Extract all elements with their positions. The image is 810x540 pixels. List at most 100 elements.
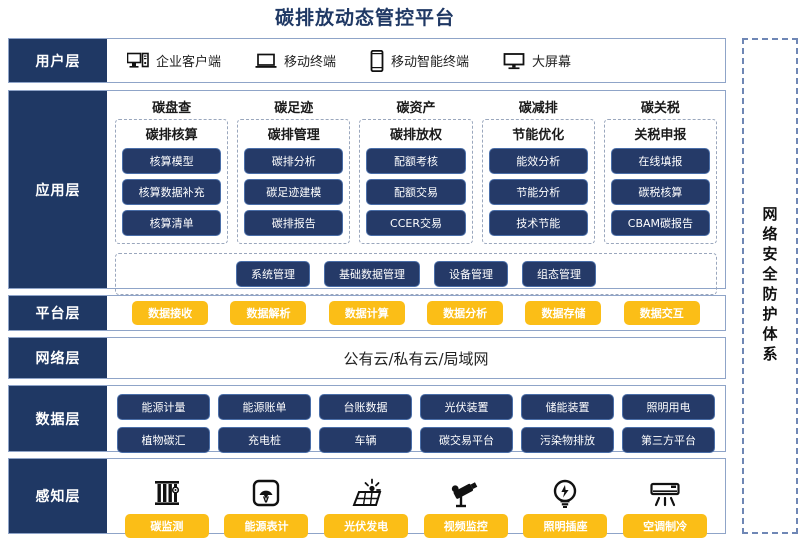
svg-text:V: V <box>263 496 270 505</box>
platform-chip-data-storage[interactable]: 数据存储 <box>525 301 602 325</box>
layer-label-data: 数据层 <box>9 386 107 451</box>
layer-user: 用户层 企业客户端 <box>8 38 726 83</box>
app-chip[interactable]: 节能分析 <box>488 179 588 205</box>
user-item-label: 移动智能终端 <box>391 55 470 70</box>
meter-gauge-icon: V <box>250 477 282 509</box>
sense-label-pv-generation[interactable]: 光伏发电 <box>324 514 409 538</box>
platform-chip-data-parse[interactable]: 数据解析 <box>230 301 307 325</box>
layer-body-application: 碳盘查 碳排核算 核算模型 核算数据补充 核算清单 碳足迹 碳排管理 碳排分析 … <box>107 91 725 295</box>
app-column-carbon-reduction: 碳减排 节能优化 能效分析 节能分析 技术节能 <box>481 97 595 244</box>
data-row: 植物碳汇 充电桩 车辆 碳交易平台 污染物排放 第三方平台 <box>117 427 715 453</box>
sense-icon-cell <box>519 477 611 509</box>
app-column-box: 节能优化 能效分析 节能分析 技术节能 <box>481 119 595 244</box>
data-chip-charging-pile[interactable]: 充电桩 <box>218 427 311 453</box>
air-conditioner-icon <box>648 479 682 509</box>
carbon-sensor-icon <box>151 477 183 509</box>
management-chip-basic-data[interactable]: 基础数据管理 <box>324 261 420 287</box>
app-chip[interactable]: 核算数据补充 <box>122 179 222 205</box>
desktop-tower-icon <box>126 52 149 70</box>
layer-body-sense: V <box>107 459 725 538</box>
cctv-camera-icon <box>449 477 483 509</box>
security-system-label: 网络安全防护体系 <box>760 206 779 366</box>
app-column-subtitle: 碳排核算 <box>145 128 198 143</box>
app-chip[interactable]: 技术节能 <box>488 210 588 236</box>
app-chip[interactable]: 碳税核算 <box>610 179 711 205</box>
data-chip-lighting-power[interactable]: 照明用电 <box>622 394 715 420</box>
layer-label-platform: 平台层 <box>9 296 107 330</box>
app-chip[interactable]: 碳足迹建模 <box>244 179 344 205</box>
layer-body-network: 公有云/私有云/局域网 <box>107 338 725 378</box>
data-row: 能源计量 能源账单 台账数据 光伏装置 储能装置 照明用电 <box>117 394 715 420</box>
app-chip[interactable]: 在线填报 <box>610 148 711 174</box>
app-column-subtitle: 节能优化 <box>512 128 565 143</box>
management-chip-device[interactable]: 设备管理 <box>434 261 508 287</box>
app-column-box: 关税申报 在线填报 碳税核算 CBAM碳报告 <box>603 119 718 244</box>
user-item-mobile-terminal[interactable]: 移动终端 <box>255 51 336 70</box>
sense-label-hvac-cooling[interactable]: 空调制冷 <box>623 514 708 538</box>
layer-platform: 平台层 数据接收 数据解析 数据计算 数据分析 数据存储 数据交互 <box>8 295 726 331</box>
app-column-carbon-tariff: 碳关税 关税申报 在线填报 碳税核算 CBAM碳报告 <box>603 97 718 244</box>
solar-panel-icon <box>349 477 383 509</box>
sense-label-lighting-socket[interactable]: 照明插座 <box>523 514 608 538</box>
page-title: 碳排放动态管控平台 <box>274 7 455 29</box>
user-item-big-screen[interactable]: 大屏幕 <box>503 51 571 70</box>
user-item-label: 大屏幕 <box>532 55 572 70</box>
user-item-label: 企业客户端 <box>156 55 222 70</box>
sense-label-video-surveillance[interactable]: 视频监控 <box>423 514 508 538</box>
data-chip-storage-device[interactable]: 储能装置 <box>521 394 614 420</box>
data-chip-plant-carbon-sink[interactable]: 植物碳汇 <box>117 427 210 453</box>
management-chip-configuration[interactable]: 组态管理 <box>522 261 596 287</box>
data-chip-vehicle[interactable]: 车辆 <box>319 427 412 453</box>
monitor-icon <box>503 52 525 70</box>
layer-body-platform: 数据接收 数据解析 数据计算 数据分析 数据存储 数据交互 <box>107 296 725 330</box>
sense-label-energy-meter[interactable]: 能源表计 <box>224 514 309 538</box>
app-chip[interactable]: 能效分析 <box>488 148 588 174</box>
sense-icon-row: V <box>117 465 715 509</box>
app-chip[interactable]: 碳排报告 <box>244 210 344 236</box>
platform-chip-data-exchange[interactable]: 数据交互 <box>623 301 700 325</box>
layer-label-sense: 感知层 <box>9 459 107 533</box>
app-chip[interactable]: CBAM碳报告 <box>610 210 711 236</box>
sense-icon-cell <box>619 479 711 509</box>
user-item-smart-mobile-terminal[interactable]: 移动智能终端 <box>370 49 470 72</box>
data-chip-third-party[interactable]: 第三方平台 <box>622 427 715 453</box>
app-column-carbon-footprint: 碳足迹 碳排管理 碳排分析 碳足迹建模 碳排报告 <box>237 97 351 244</box>
app-management-box: 系统管理 基础数据管理 设备管理 组态管理 <box>115 253 717 295</box>
data-chip-carbon-exchange[interactable]: 碳交易平台 <box>420 427 513 453</box>
management-chip-system[interactable]: 系统管理 <box>236 261 310 287</box>
platform-chip-data-receive[interactable]: 数据接收 <box>132 301 209 325</box>
sense-icon-cell <box>320 477 412 509</box>
layer-data: 数据层 能源计量 能源账单 台账数据 光伏装置 储能装置 照明用电 植物碳汇 充… <box>8 385 726 453</box>
layer-sense: 感知层 <box>8 458 726 538</box>
data-chip-pollutant[interactable]: 污染物排放 <box>521 427 614 453</box>
app-chip[interactable]: 配额考核 <box>366 148 466 174</box>
app-chip[interactable]: 碳排分析 <box>244 148 344 174</box>
app-column-title: 碳资产 <box>396 101 436 116</box>
app-chip[interactable]: 核算模型 <box>122 148 222 174</box>
layer-body-user: 企业客户端 移动终端 <box>107 39 725 82</box>
platform-chip-data-compute[interactable]: 数据计算 <box>328 301 405 325</box>
app-chip[interactable]: CCER交易 <box>366 210 466 236</box>
platform-chip-data-analysis[interactable]: 数据分析 <box>427 301 504 325</box>
laptop-icon <box>255 52 277 70</box>
user-item-label: 移动终端 <box>284 55 337 70</box>
app-column-carbon-asset: 碳资产 碳排放权 配额考核 配额交易 CCER交易 <box>359 97 473 244</box>
data-chip-energy-metering[interactable]: 能源计量 <box>117 394 210 420</box>
data-chip-energy-bill[interactable]: 能源账单 <box>218 394 311 420</box>
app-chip[interactable]: 核算清单 <box>122 210 222 236</box>
app-columns: 碳盘查 碳排核算 核算模型 核算数据补充 核算清单 碳足迹 碳排管理 碳排分析 … <box>115 97 718 244</box>
app-chip[interactable]: 配额交易 <box>366 179 466 205</box>
data-chip-ledger-data[interactable]: 台账数据 <box>319 394 412 420</box>
layer-label-network: 网络层 <box>9 338 107 378</box>
sense-icon-cell <box>420 477 512 509</box>
sense-icon-cell: V <box>220 477 312 509</box>
app-column-title: 碳减排 <box>518 101 558 116</box>
user-item-enterprise-client[interactable]: 企业客户端 <box>126 51 222 70</box>
app-column-title: 碳关税 <box>640 101 680 116</box>
data-chip-pv-device[interactable]: 光伏装置 <box>420 394 513 420</box>
sense-label-carbon-monitor[interactable]: 碳监测 <box>124 514 209 538</box>
lightbulb-icon <box>550 477 580 509</box>
app-column-title: 碳足迹 <box>274 101 314 116</box>
app-column-carbon-inventory: 碳盘查 碳排核算 核算模型 核算数据补充 核算清单 <box>115 97 229 244</box>
